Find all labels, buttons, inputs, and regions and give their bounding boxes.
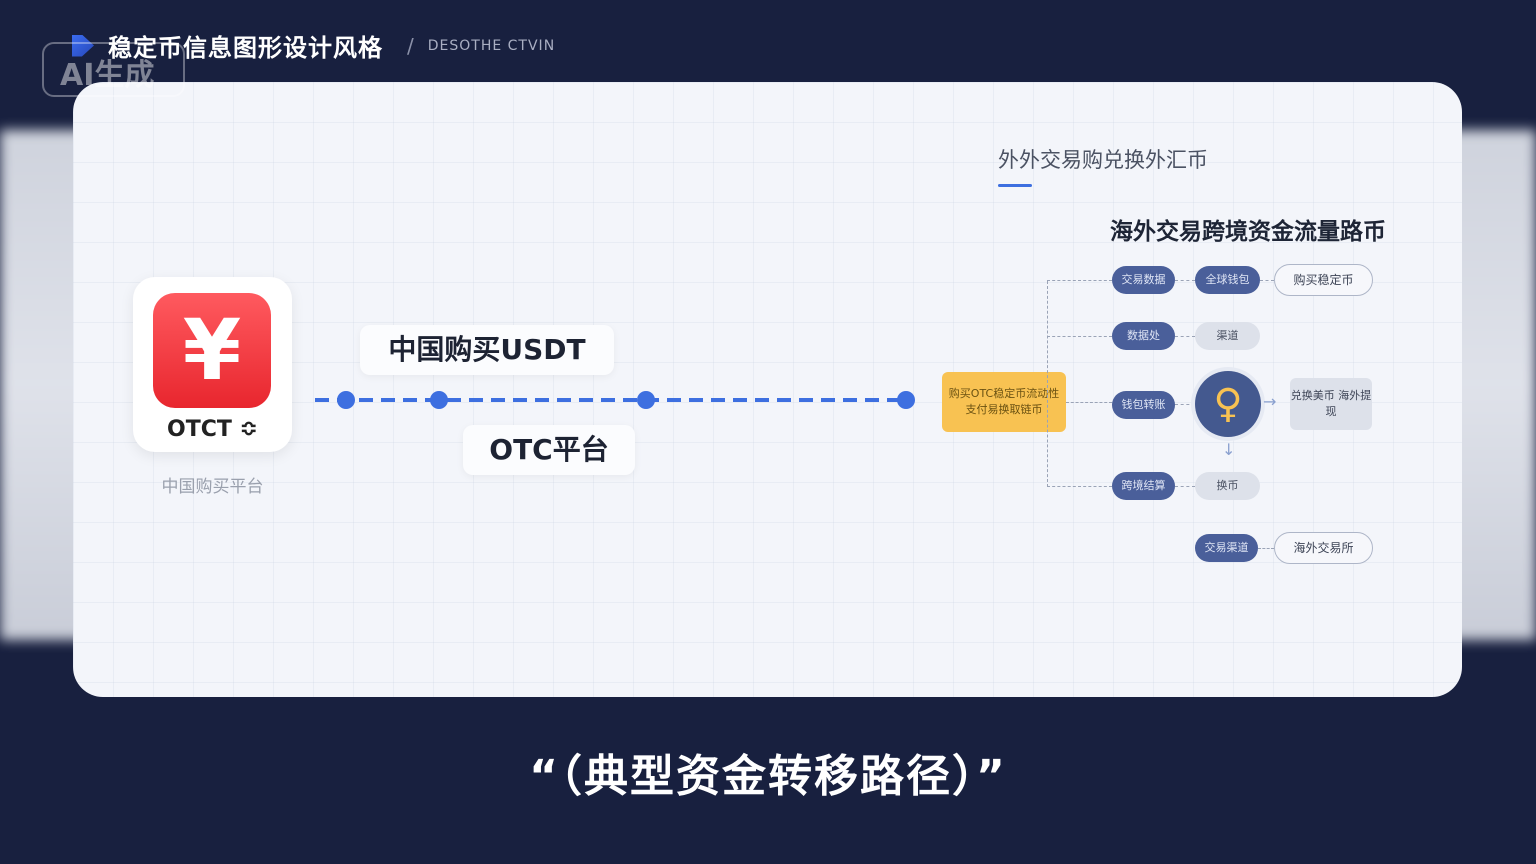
connector (1258, 548, 1274, 549)
flow-node (337, 391, 355, 409)
app-caption: 中国购买平台 (161, 477, 264, 497)
node-pill: 数据处 (1112, 322, 1175, 350)
connector (1066, 402, 1112, 403)
connector (1047, 281, 1048, 487)
node-pill: 渠道 (1195, 322, 1260, 350)
app-label: OTCT ≎ (167, 417, 258, 442)
venus-coin-icon: ♀ (1195, 371, 1261, 437)
caption: “（典型资金转移路径）” (529, 751, 1007, 802)
arrow-down-icon: ↓ (1222, 440, 1236, 459)
node-pill-outline: 海外交易所 (1274, 532, 1373, 564)
connector (1175, 336, 1195, 337)
node-pill: 钱包转账 (1112, 391, 1175, 419)
node-pill-outline: 购买稳定币 (1274, 264, 1373, 296)
flow-label-top: 中国购买USDT (360, 325, 614, 375)
yuan-icon: ¥ (153, 293, 271, 408)
node-pill: 交易渠道 (1195, 534, 1258, 562)
flow-label-bottom: OTC平台 (463, 425, 635, 475)
section-heading: 海外交易跨境资金流量路币 (1110, 219, 1386, 245)
flow-node (637, 391, 655, 409)
connector (1175, 280, 1195, 281)
flow-node (430, 391, 448, 409)
header: 稳定币信息图形设计风格 / DESOTHE CTVIN (72, 28, 555, 63)
source-box: 购买OTC稳定币流动性 支付易换取链币 (942, 372, 1066, 432)
node-pill: 交易数据 (1112, 266, 1175, 294)
connector (1047, 336, 1112, 337)
node-pill: 全球钱包 (1195, 266, 1260, 294)
connector (1260, 280, 1274, 281)
infographic-card: ¥ OTCT ≎ 中国购买平台 中国购买USDT OTC平台 外外交易购兑换外汇… (73, 82, 1462, 697)
ai-generated-badge: AI生成 (42, 42, 185, 97)
page-title: 稳定币信息图形设计风格 (108, 34, 383, 62)
section-title: 外外交易购兑换外汇币 (998, 148, 1208, 172)
separator: / (407, 33, 414, 58)
flow-dashed-line (315, 398, 907, 402)
node-pill: 换币 (1195, 472, 1260, 500)
node-pill: 跨境结算 (1112, 472, 1175, 500)
arrow-right-icon: → (1263, 392, 1277, 411)
otc-app-tile: ¥ OTCT ≎ (133, 277, 292, 452)
node-box: 兑换美币 海外提现 (1290, 378, 1372, 430)
flow-node (897, 391, 915, 409)
connector (1047, 486, 1112, 487)
connector (1175, 486, 1195, 487)
title-underline (998, 184, 1032, 187)
connector (1175, 404, 1195, 405)
connector (1047, 280, 1112, 281)
page-subtitle: DESOTHE CTVIN (427, 37, 556, 54)
